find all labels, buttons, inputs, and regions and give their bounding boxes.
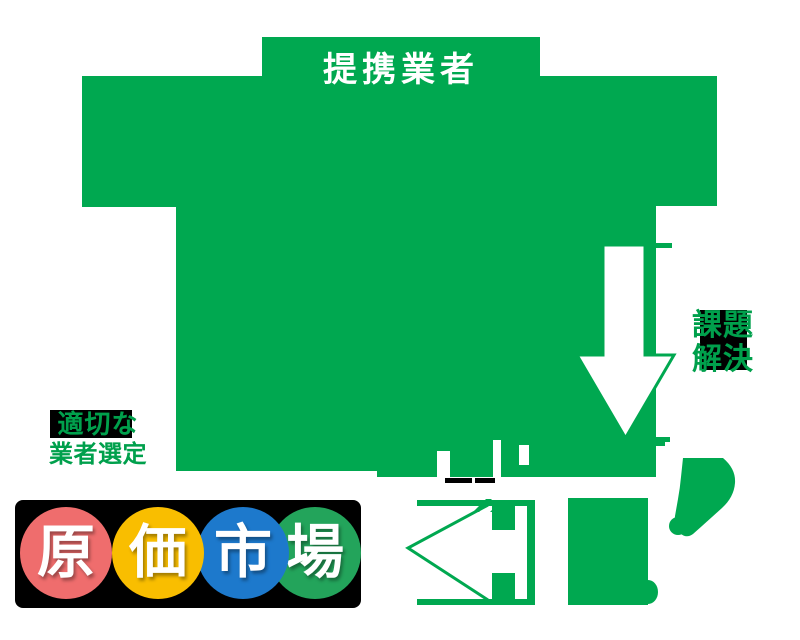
consult-blob-body (674, 458, 736, 537)
notch-artifact-2 (493, 440, 501, 477)
left-arrow-outline (405, 503, 489, 602)
left-arrow-corner-block-bottom (492, 573, 515, 599)
consult-block-rect (568, 498, 648, 605)
logo-circle-shi: 市 (197, 507, 289, 599)
left-arrow-bottom-bar (417, 599, 535, 605)
issue-black-patch (700, 310, 747, 370)
logo-circle-ka: 価 (112, 507, 204, 599)
partner-body-shape (82, 37, 717, 477)
vendor-selection-line1: 適切な (57, 409, 139, 439)
left-arrow-top-bar (417, 500, 535, 506)
consult-block-shape (568, 498, 658, 605)
issue-solution-line2: 解決 (692, 343, 754, 376)
vendor-selection-line2: 業者選定 (49, 441, 147, 468)
left-arrow-icon (405, 500, 535, 605)
issue-solution-line1: 課題 (692, 309, 754, 342)
down-arrow-icon (574, 243, 677, 441)
body-step-artifact (655, 440, 665, 446)
logo-circle-gen: 原 (20, 507, 112, 599)
notch-artifact-3 (519, 445, 529, 465)
black-mark-artifact-1 (445, 478, 472, 483)
consult-block-bulge (638, 580, 658, 604)
partner-tab-label: 提携業者 (323, 51, 479, 89)
selection-black-patch (50, 410, 132, 438)
genka-ichiba-logo: 原 価 市 場 (15, 500, 361, 608)
notch-artifact-1 (437, 451, 450, 477)
consult-blob-shape (669, 458, 736, 537)
bracket-tick-bottom (653, 437, 670, 442)
issue-solution-label: 課題 解決 (686, 309, 760, 377)
consult-blob-dot (669, 517, 687, 535)
bracket-tick-top (655, 243, 672, 248)
left-arrow-corner-block-top (492, 506, 515, 530)
left-arrow-right-column (527, 506, 535, 599)
black-mark-artifact-2 (475, 478, 495, 483)
vendor-selection-label: 適切な 業者選定 (37, 409, 159, 468)
